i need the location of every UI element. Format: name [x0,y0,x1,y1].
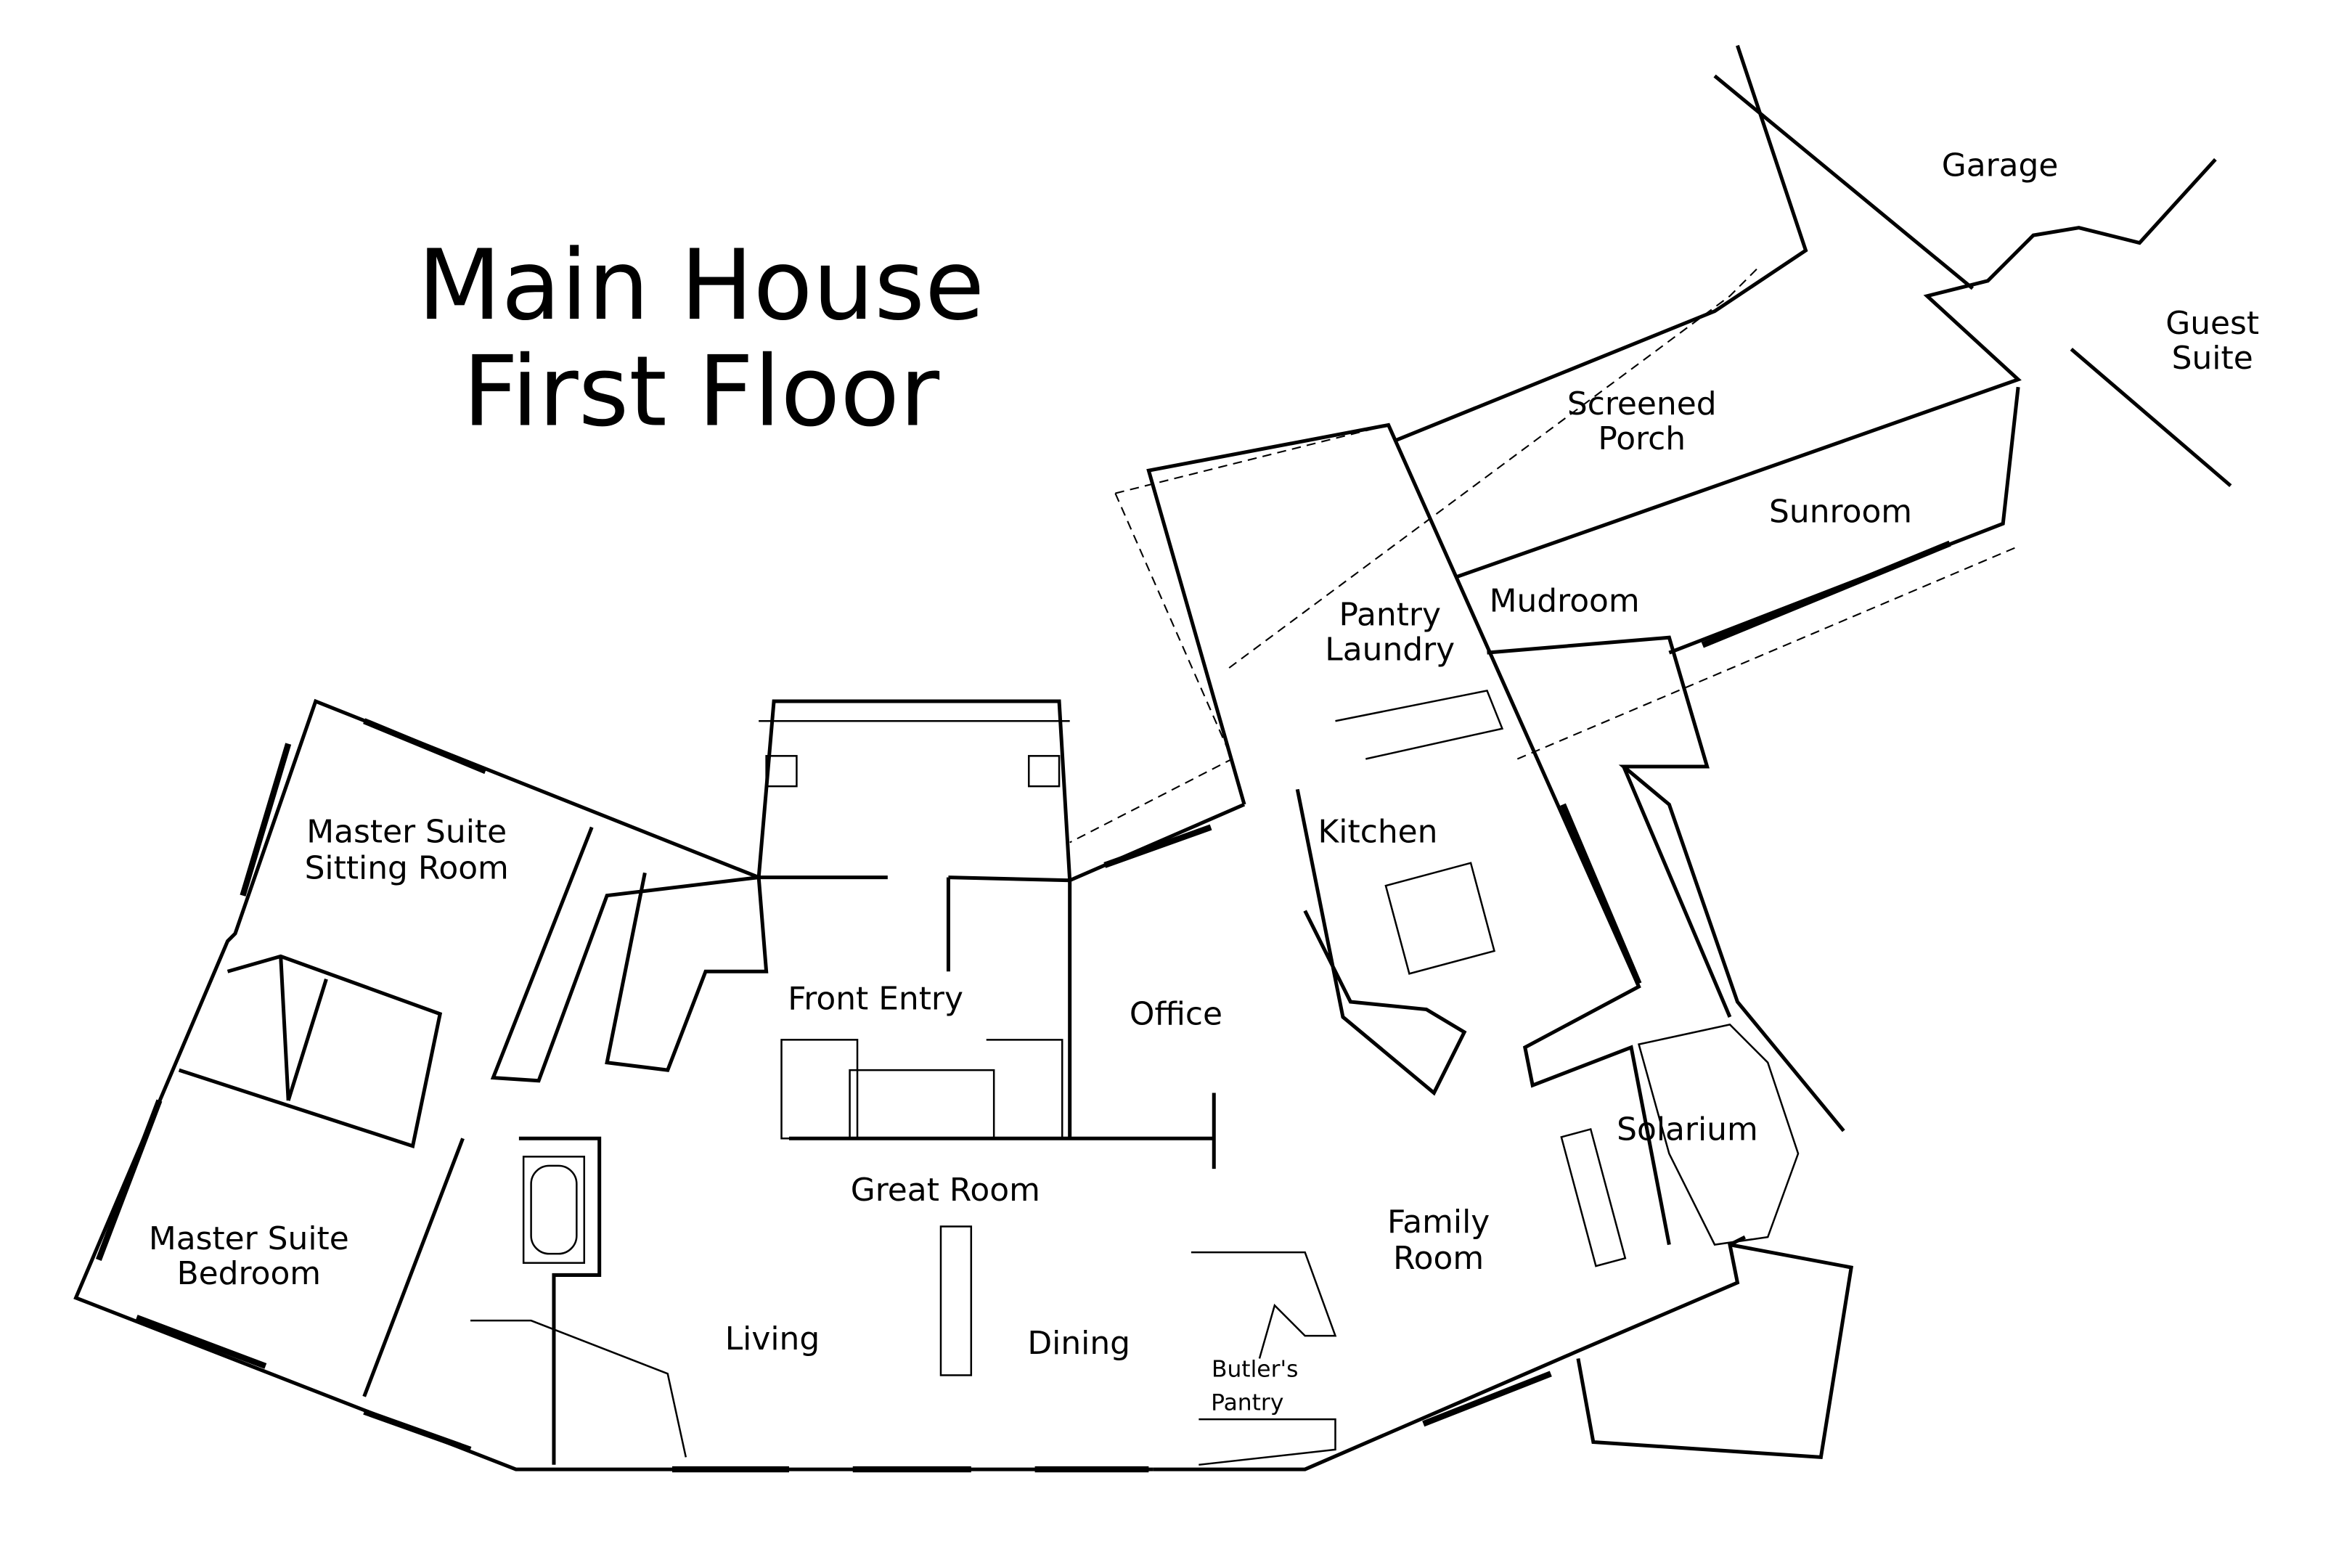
room-label-kitchen: Kitchen [1318,813,1438,850]
room-label-guest-suite-2: Suite [2172,340,2253,377]
room-label-great-room: Great Room [851,1172,1040,1209]
room-label-dining: Dining [1027,1325,1130,1362]
room-label-living: Living [725,1320,820,1357]
room-label-office: Office [1130,995,1222,1032]
room-label-master-bedroom-1: Master Suite [149,1220,349,1257]
room-label-solarium: Solarium [1617,1111,1758,1148]
room-label-laundry: Laundry [1325,632,1455,669]
room-label-butlers-pantry-2: Pantry [1211,1390,1283,1416]
walls [73,44,2232,1471]
windows [95,540,1951,1473]
room-label-master-sitting-2: Sitting Room [305,850,509,887]
room-label-pantry: Pantry [1339,596,1441,633]
room-label-garage: Garage [1942,147,2059,184]
room-label-family-room-2: Room [1393,1240,1484,1277]
room-labels: Garage Guest Suite Screened Porch Sunroo… [149,147,2259,1416]
room-label-butlers-pantry-1: Butler's [1212,1357,1298,1383]
room-label-master-sitting-1: Master Suite [306,813,507,850]
room-label-screened-porch-1: Screened [1567,385,1717,422]
room-label-family-room-1: Family [1387,1204,1490,1241]
room-label-front-entry: Front Entry [788,981,963,1018]
room-label-guest-suite-1: Guest [2165,305,2259,342]
room-label-mudroom: Mudroom [1490,583,1640,620]
room-label-screened-porch-2: Porch [1598,420,1686,457]
room-label-sunroom: Sunroom [1769,493,1912,530]
plan-title-line2: First Floor [462,335,940,448]
room-label-master-bedroom-2: Bedroom [177,1255,321,1292]
plan-title-line1: Main House [417,229,984,342]
